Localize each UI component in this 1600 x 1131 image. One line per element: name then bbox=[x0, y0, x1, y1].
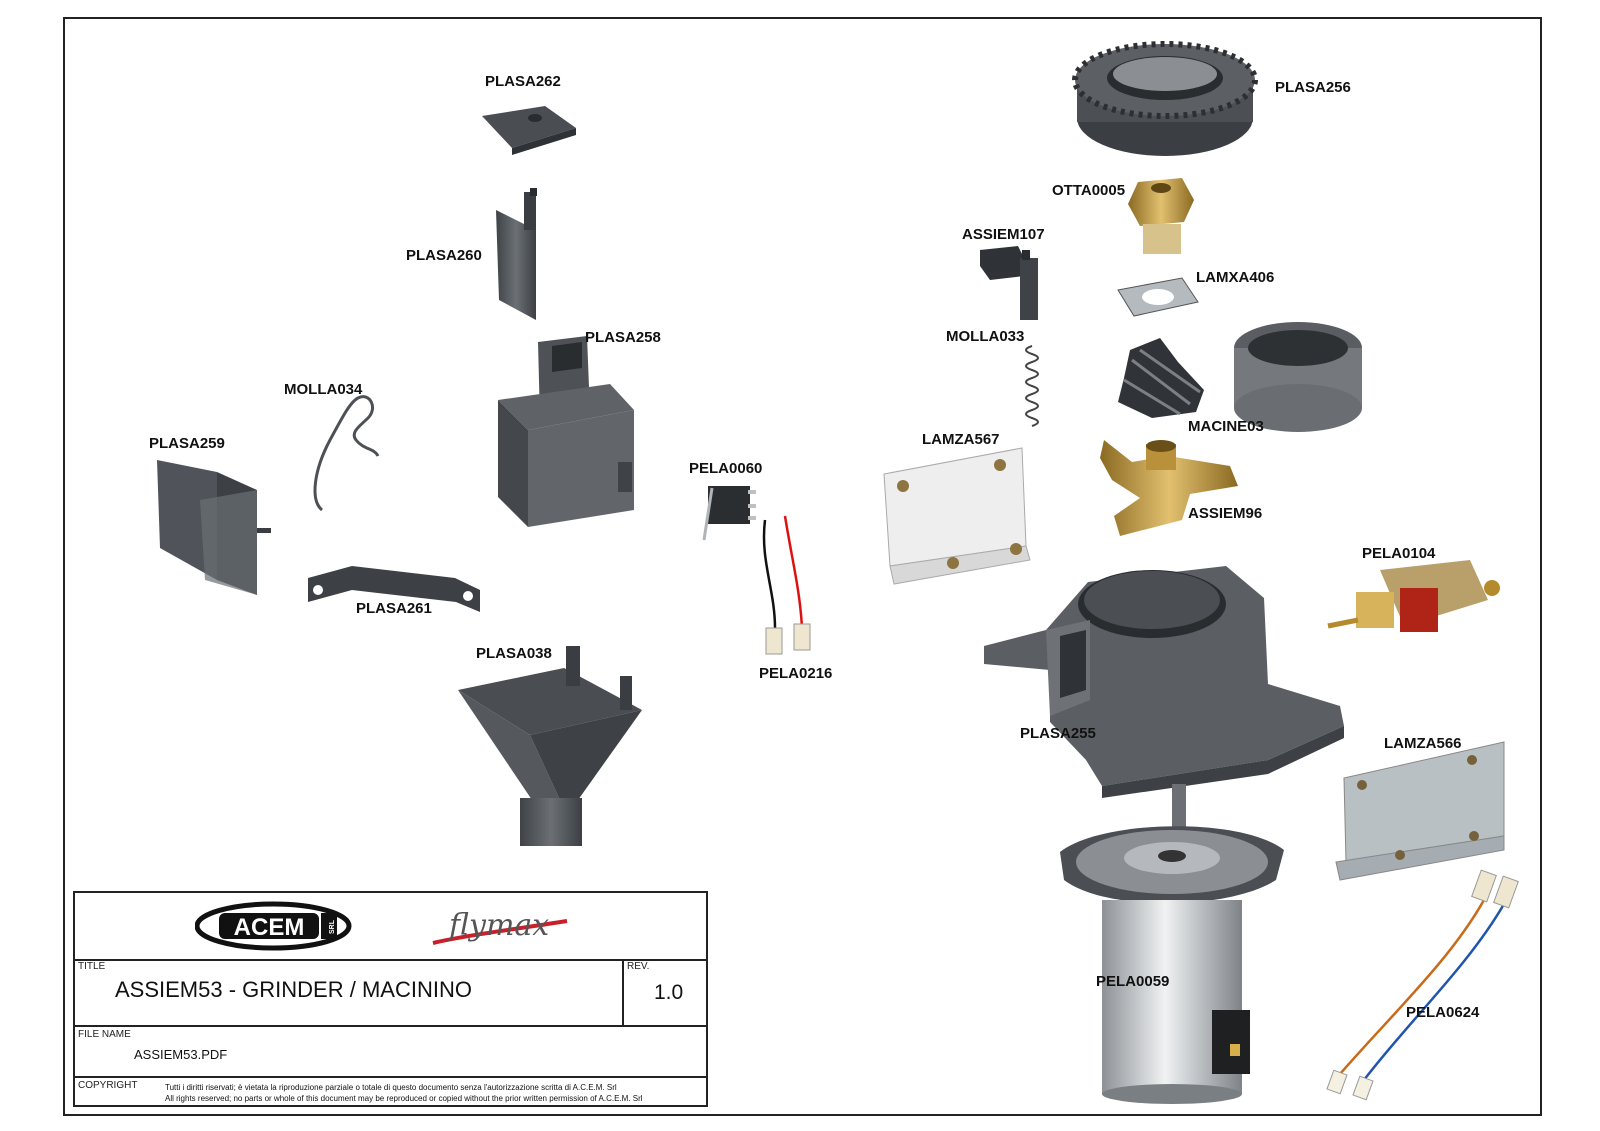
part-label-pela0104: PELA0104 bbox=[1362, 545, 1436, 562]
part-label-plasa259: PLASA259 bbox=[149, 435, 225, 452]
otta0005-shape bbox=[1128, 178, 1194, 254]
plasa262-shape bbox=[482, 106, 576, 155]
pela0060-shape bbox=[702, 486, 756, 541]
part-label-pela0060: PELA0060 bbox=[689, 460, 763, 477]
lamza566-shape bbox=[1335, 741, 1505, 881]
plasa258-shape bbox=[498, 336, 634, 527]
part-label-molla034: MOLLA034 bbox=[284, 381, 363, 398]
part-label-pela0624: PELA0624 bbox=[1406, 1004, 1480, 1021]
title-row: TITLE ASSIEM53 - GRINDER / MACININO REV.… bbox=[75, 959, 706, 1027]
copyright-row: COPYRIGHT Tutti i diritti riservati; è v… bbox=[75, 1078, 706, 1107]
file-name-row: FILE NAME ASSIEM53.PDF bbox=[75, 1027, 706, 1078]
title-block: ACEM SRL flymax TITLE ASSIEM53 - GRINDER… bbox=[73, 891, 708, 1107]
plasa260-shape bbox=[496, 188, 537, 320]
drawing-title: ASSIEM53 - GRINDER / MACININO bbox=[115, 977, 472, 1002]
rev-caption: REV. bbox=[627, 961, 650, 972]
part-label-plasa038: PLASA038 bbox=[476, 645, 552, 662]
part-label-pela0216: PELA0216 bbox=[759, 665, 833, 682]
copyright-caption: COPYRIGHT bbox=[78, 1080, 138, 1091]
revision-value: 1.0 bbox=[654, 981, 684, 1004]
part-label-plasa261: PLASA261 bbox=[356, 600, 432, 617]
pela0624-shape bbox=[1326, 869, 1519, 1101]
lamxa406-shape bbox=[1117, 277, 1199, 317]
pela0216-shape bbox=[762, 515, 811, 655]
title-caption: TITLE bbox=[78, 961, 106, 972]
svg-text:flymax: flymax bbox=[447, 908, 549, 943]
pela0104-shape bbox=[1327, 560, 1500, 632]
plasa038-shape bbox=[458, 646, 642, 846]
molla034-shape bbox=[313, 395, 380, 512]
part-label-lamza566: LAMZA566 bbox=[1384, 735, 1462, 752]
part-label-plasa256: PLASA256 bbox=[1275, 79, 1351, 96]
file-caption: FILE NAME bbox=[78, 1029, 131, 1040]
svg-text:ACEM: ACEM bbox=[234, 914, 305, 941]
copyright-italian: Tutti i diritti riservati; è vietata la … bbox=[165, 1083, 617, 1092]
acem-logo: ACEM SRL bbox=[195, 901, 352, 951]
molla033-shape bbox=[1025, 345, 1039, 427]
plasa255-shape bbox=[984, 566, 1344, 798]
part-label-assiem107: ASSIEM107 bbox=[962, 226, 1045, 243]
plasa256-shape bbox=[1072, 41, 1258, 156]
part-label-macine03: MACINE03 bbox=[1188, 418, 1264, 435]
logo-row: ACEM SRL flymax bbox=[75, 893, 706, 961]
assiem96-shape bbox=[1100, 440, 1238, 536]
pela0059-shape bbox=[1060, 784, 1284, 1104]
part-label-otta0005: OTTA0005 bbox=[1052, 182, 1126, 199]
part-label-lamza567: LAMZA567 bbox=[922, 431, 1000, 448]
part-label-assiem96: ASSIEM96 bbox=[1188, 505, 1263, 522]
part-label-pela0059: PELA0059 bbox=[1096, 973, 1170, 990]
drawing-frame bbox=[63, 17, 1542, 1116]
plasa259-shape bbox=[157, 460, 271, 595]
part-label-molla033: MOLLA033 bbox=[946, 328, 1025, 345]
assiem107-shape bbox=[980, 246, 1038, 320]
flymax-logo: flymax bbox=[432, 908, 568, 945]
file-name: ASSIEM53.PDF bbox=[134, 1047, 228, 1062]
part-label-plasa260: PLASA260 bbox=[406, 247, 482, 264]
part-label-lamxa406: LAMXA406 bbox=[1196, 269, 1275, 286]
copyright-english: All rights reserved; no parts or whole o… bbox=[165, 1094, 643, 1103]
macine03-shape bbox=[1118, 322, 1362, 432]
copyright-notice: Tutti i diritti riservati; è vietata la … bbox=[165, 1082, 643, 1104]
part-label-plasa258: PLASA258 bbox=[585, 329, 661, 346]
svg-text:SRL: SRL bbox=[329, 919, 336, 934]
revision-cell: REV. 1.0 bbox=[622, 959, 708, 1025]
lamza567-shape bbox=[883, 447, 1031, 585]
plasa261-shape bbox=[308, 566, 480, 612]
part-label-plasa262: PLASA262 bbox=[485, 73, 561, 90]
part-label-plasa255: PLASA255 bbox=[1020, 725, 1096, 742]
